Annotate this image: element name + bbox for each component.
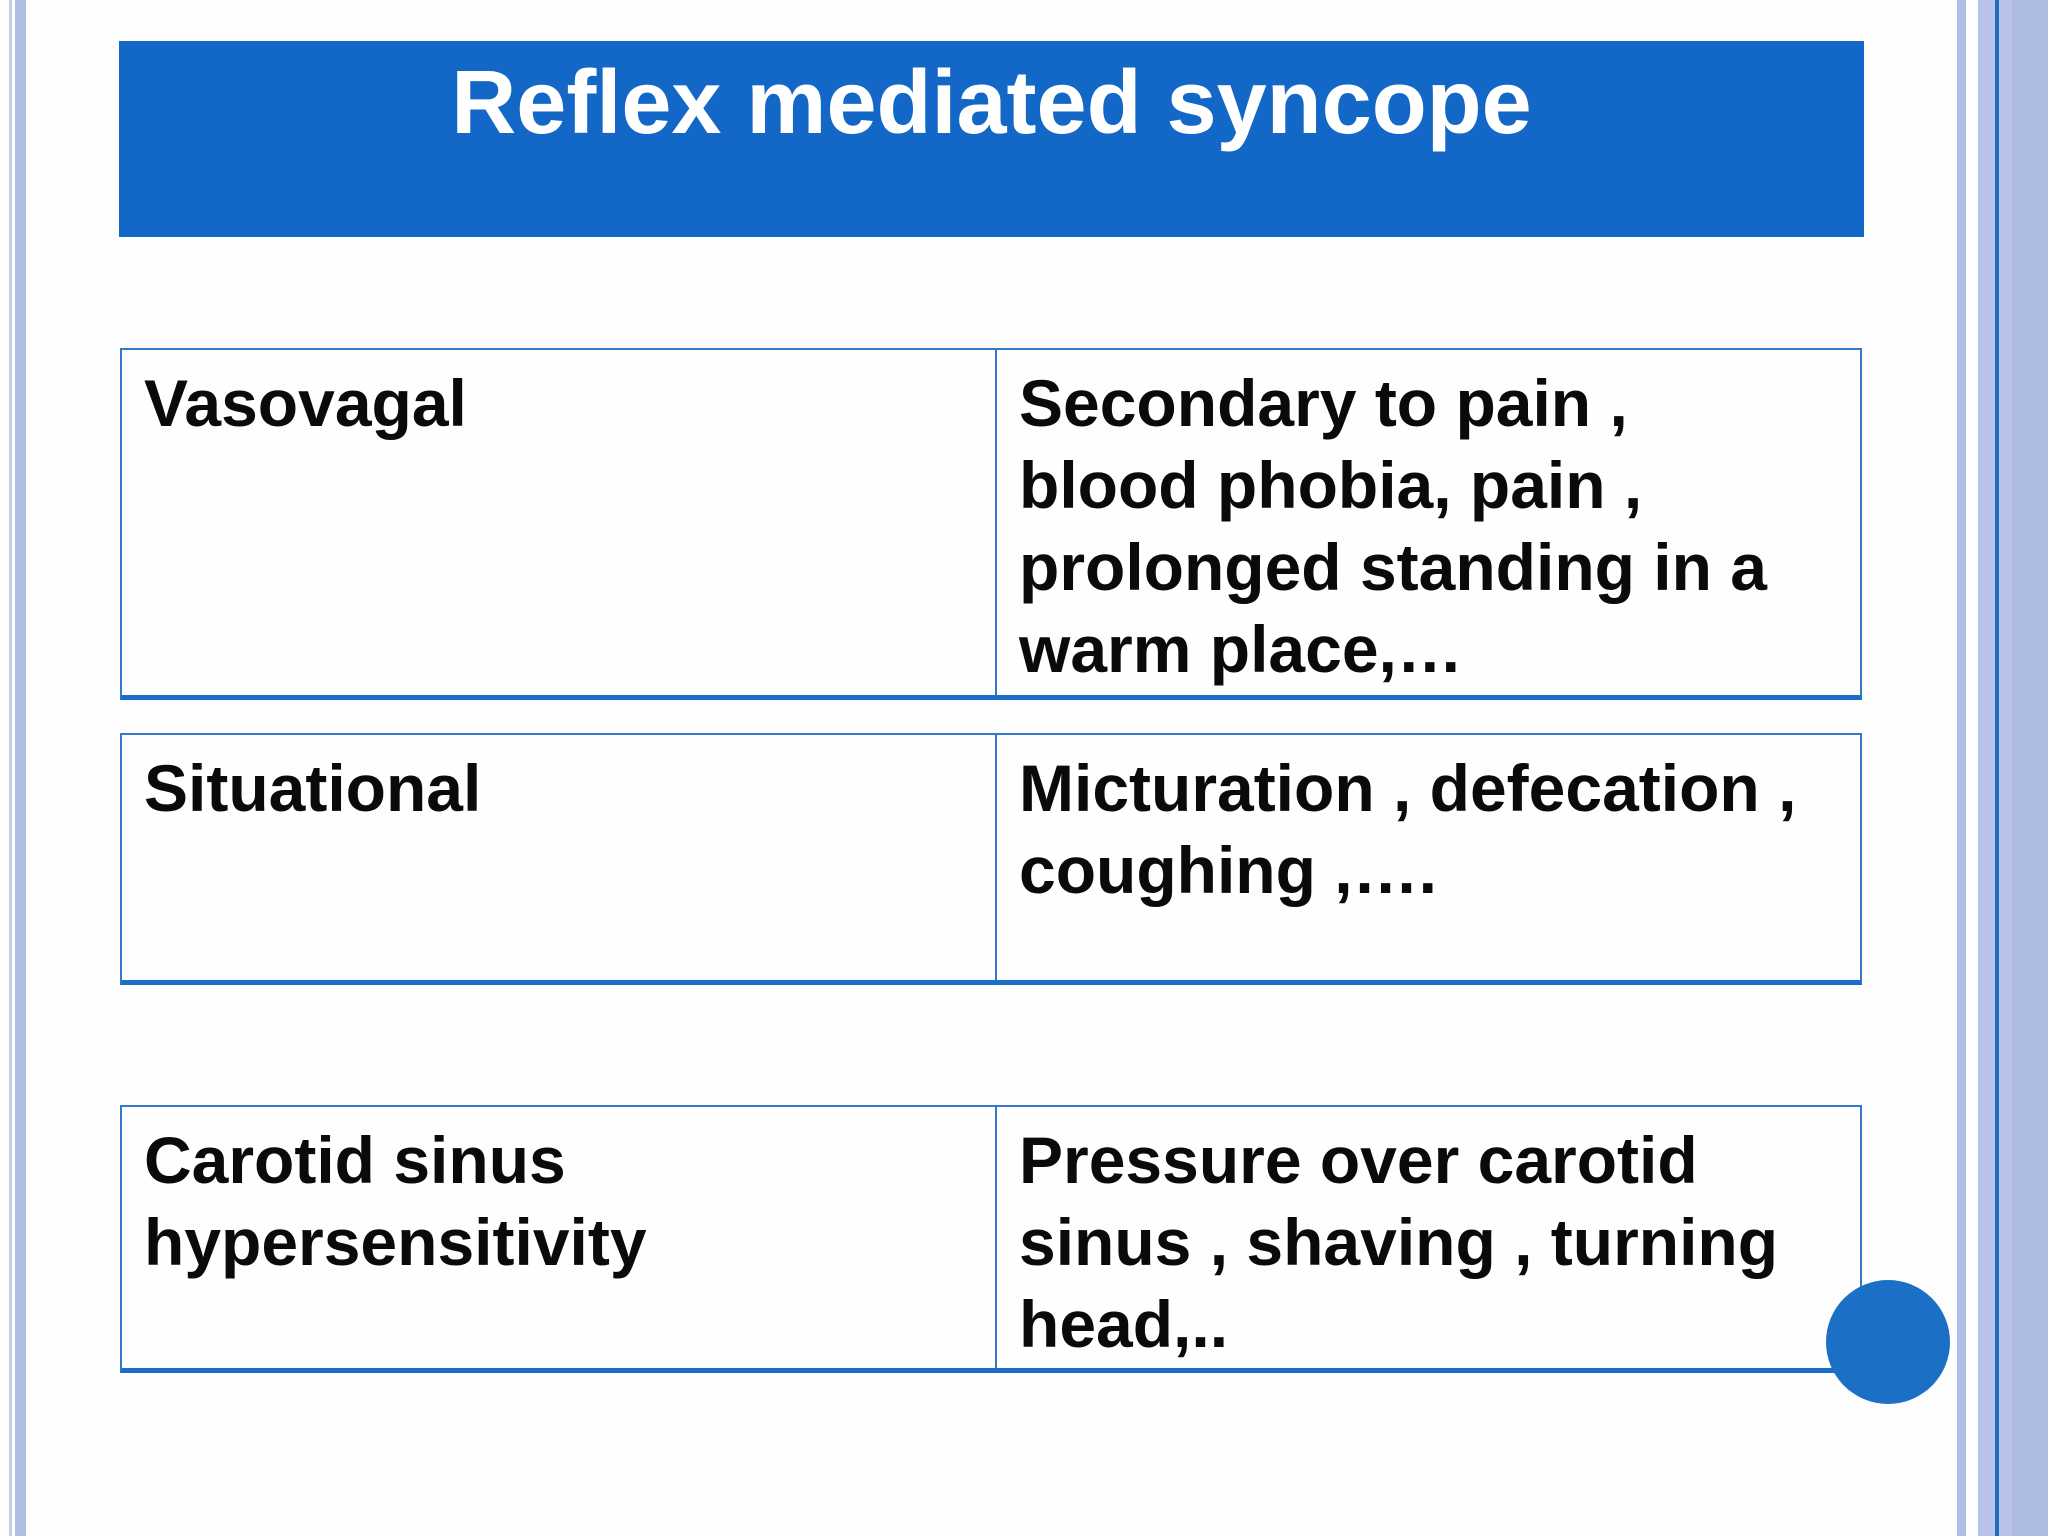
table-row-vasovagal: Vasovagal Secondary to pain , blood phob…: [120, 348, 1862, 700]
table-row-carotid-sinus: Carotid sinus hypersensitivity Pressure …: [120, 1105, 1862, 1373]
right-frame-edge-band: [2012, 0, 2048, 1536]
table-row-situational: Situational Micturation , defecation , c…: [120, 733, 1862, 985]
description-cell: Micturation , defecation , coughing ,….: [1019, 751, 1797, 907]
term-cell: Carotid sinus hypersensitivity: [122, 1107, 997, 1368]
left-frame-wide-stripe: [15, 0, 26, 1536]
left-frame-thin-stripe: [9, 0, 12, 1536]
right-frame-inner-stripe: [1957, 0, 1966, 1536]
term-cell: Situational: [122, 735, 997, 980]
slide-title: Reflex mediated syncope: [451, 53, 1532, 153]
accent-circle: [1826, 1280, 1950, 1404]
title-bar: Reflex mediated syncope: [119, 41, 1864, 237]
description-cell: Secondary to pain , blood phobia, pain ,…: [1019, 366, 1767, 686]
term-cell: Vasovagal: [122, 350, 997, 695]
description-cell: Pressure over carotid sinus , shaving , …: [1019, 1123, 1779, 1361]
right-frame-dark-line: [1995, 0, 1999, 1536]
